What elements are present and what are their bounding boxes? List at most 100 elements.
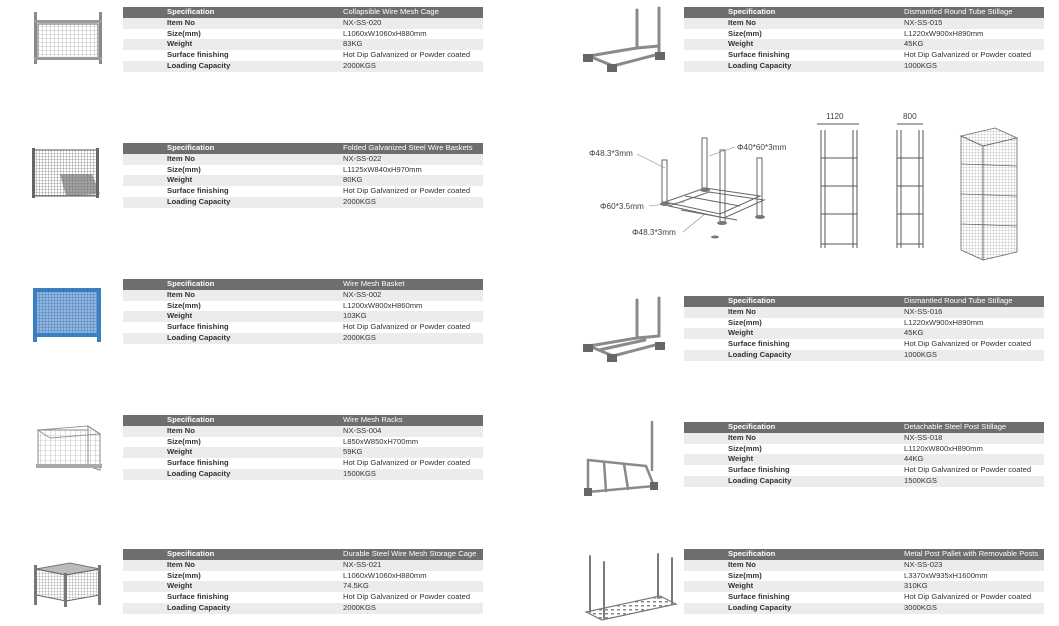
spec-label: Specification xyxy=(123,143,298,154)
weight-value: 83KG xyxy=(298,39,483,51)
surface-label: Surface finishing xyxy=(684,592,859,603)
weight-label: Weight xyxy=(123,311,298,323)
capacity-label: Loading Capacity xyxy=(684,60,859,72)
weight-value: 74.5KG xyxy=(298,581,483,593)
metal-post-pallet-image xyxy=(580,552,680,624)
weight-label: Weight xyxy=(123,447,298,459)
size-label: Size(mm) xyxy=(123,28,298,40)
item-no-label: Item No xyxy=(123,559,298,571)
item-no-value: NX-SS-004 xyxy=(298,425,483,437)
item-no-value: NX-SS-022 xyxy=(298,153,483,165)
capacity-value: 1000KGS xyxy=(859,60,1044,72)
weight-label: Weight xyxy=(123,175,298,187)
item-no-label: Item No xyxy=(123,425,298,437)
weight-value: 59KG xyxy=(298,447,483,459)
weight-value: 44KG xyxy=(859,454,1044,466)
surface-label: Surface finishing xyxy=(123,186,298,197)
size-label: Size(mm) xyxy=(684,443,859,455)
blue-wire-mesh-basket-image xyxy=(30,285,106,345)
surface-label: Surface finishing xyxy=(123,458,298,469)
size-value: L1060xW1060xH880mm xyxy=(298,570,483,582)
product-name: Durable Steel Wire Mesh Storage Cage xyxy=(298,549,483,560)
size-value: L1220xW900xH890mm xyxy=(859,28,1044,40)
surface-value: Hot Dip Galvanized or Powder coated xyxy=(859,339,1044,350)
item-no-value: NX-SS-002 xyxy=(298,289,483,301)
storage-cage-image xyxy=(30,555,106,609)
capacity-value: 2000KGS xyxy=(298,60,483,72)
capacity-label: Loading Capacity xyxy=(123,468,298,480)
surface-value: Hot Dip Galvanized or Powder coated xyxy=(298,592,483,603)
size-value: L1200xW800xH860mm xyxy=(298,300,483,312)
weight-value: 80KG xyxy=(298,175,483,187)
capacity-value: 3000KGS xyxy=(859,602,1044,614)
product-name: Metal Post Pallet with Removable Posts xyxy=(859,549,1044,560)
product-name: Wire Mesh Racks xyxy=(298,415,483,426)
item-no-label: Item No xyxy=(684,17,859,29)
tube-spec-label: Φ40*60*3mm xyxy=(737,143,787,152)
spec-label: Specification xyxy=(123,549,298,560)
product-name: Wire Mesh Basket xyxy=(298,279,483,290)
item-no-label: Item No xyxy=(123,289,298,301)
item-no-label: Item No xyxy=(123,153,298,165)
surface-value: Hot Dip Galvanized or Powder coated xyxy=(859,592,1044,603)
spec-label: Specification xyxy=(684,549,859,560)
capacity-value: 1000KGS xyxy=(859,349,1044,361)
capacity-label: Loading Capacity xyxy=(684,349,859,361)
surface-value: Hot Dip Galvanized or Powder coated xyxy=(859,50,1044,61)
spec-label: Specification xyxy=(684,296,859,307)
weight-label: Weight xyxy=(123,581,298,593)
item-no-label: Item No xyxy=(684,306,859,318)
size-label: Size(mm) xyxy=(684,317,859,329)
capacity-value: 1500KGS xyxy=(298,468,483,480)
surface-label: Surface finishing xyxy=(684,339,859,350)
spec-label: Specification xyxy=(684,422,859,433)
surface-value: Hot Dip Galvanized or Powder coated xyxy=(859,465,1044,476)
item-no-value: NX-SS-015 xyxy=(859,17,1044,29)
stillage-dimension-drawing xyxy=(585,110,1035,270)
capacity-value: 2000KGS xyxy=(298,196,483,208)
spec-label: Specification xyxy=(123,415,298,426)
surface-label: Surface finishing xyxy=(123,592,298,603)
size-value: L850xW850xH700mm xyxy=(298,436,483,448)
spec-label: Specification xyxy=(123,279,298,290)
capacity-label: Loading Capacity xyxy=(684,475,859,487)
weight-label: Weight xyxy=(684,581,859,593)
item-no-label: Item No xyxy=(684,559,859,571)
product-name: Dismantled Round Tube Stillage xyxy=(859,296,1044,307)
weight-value: 310KG xyxy=(859,581,1044,593)
weight-label: Weight xyxy=(684,328,859,340)
dimension-depth-label: 800 xyxy=(903,112,917,121)
item-no-value: NX-SS-018 xyxy=(859,432,1044,444)
steel-post-stillage-image xyxy=(580,420,660,500)
weight-label: Weight xyxy=(684,454,859,466)
spec-label: Specification xyxy=(123,7,298,18)
product-name: Folded Galvanized Steel Wire Baskets xyxy=(298,143,483,154)
surface-value: Hot Dip Galvanized or Powder coated xyxy=(298,458,483,469)
capacity-label: Loading Capacity xyxy=(123,60,298,72)
surface-label: Surface finishing xyxy=(123,50,298,61)
weight-label: Weight xyxy=(123,39,298,51)
size-label: Size(mm) xyxy=(123,300,298,312)
tube-spec-label: Φ48.3*3mm xyxy=(632,228,676,237)
surface-value: Hot Dip Galvanized or Powder coated xyxy=(298,186,483,197)
size-label: Size(mm) xyxy=(684,570,859,582)
item-no-value: NX-SS-016 xyxy=(859,306,1044,318)
item-no-value: NX-SS-021 xyxy=(298,559,483,571)
product-name: Dismantled Round Tube Stillage xyxy=(859,7,1044,18)
size-value: L1120xW800xH890mm xyxy=(859,443,1044,455)
size-value: L1220xW900xH890mm xyxy=(859,317,1044,329)
item-no-label: Item No xyxy=(684,432,859,444)
capacity-label: Loading Capacity xyxy=(123,332,298,344)
tube-spec-label: Φ60*3.5mm xyxy=(600,202,644,211)
size-label: Size(mm) xyxy=(123,436,298,448)
item-no-label: Item No xyxy=(123,17,298,29)
tube-spec-label: Φ48.3*3mm xyxy=(589,149,633,158)
